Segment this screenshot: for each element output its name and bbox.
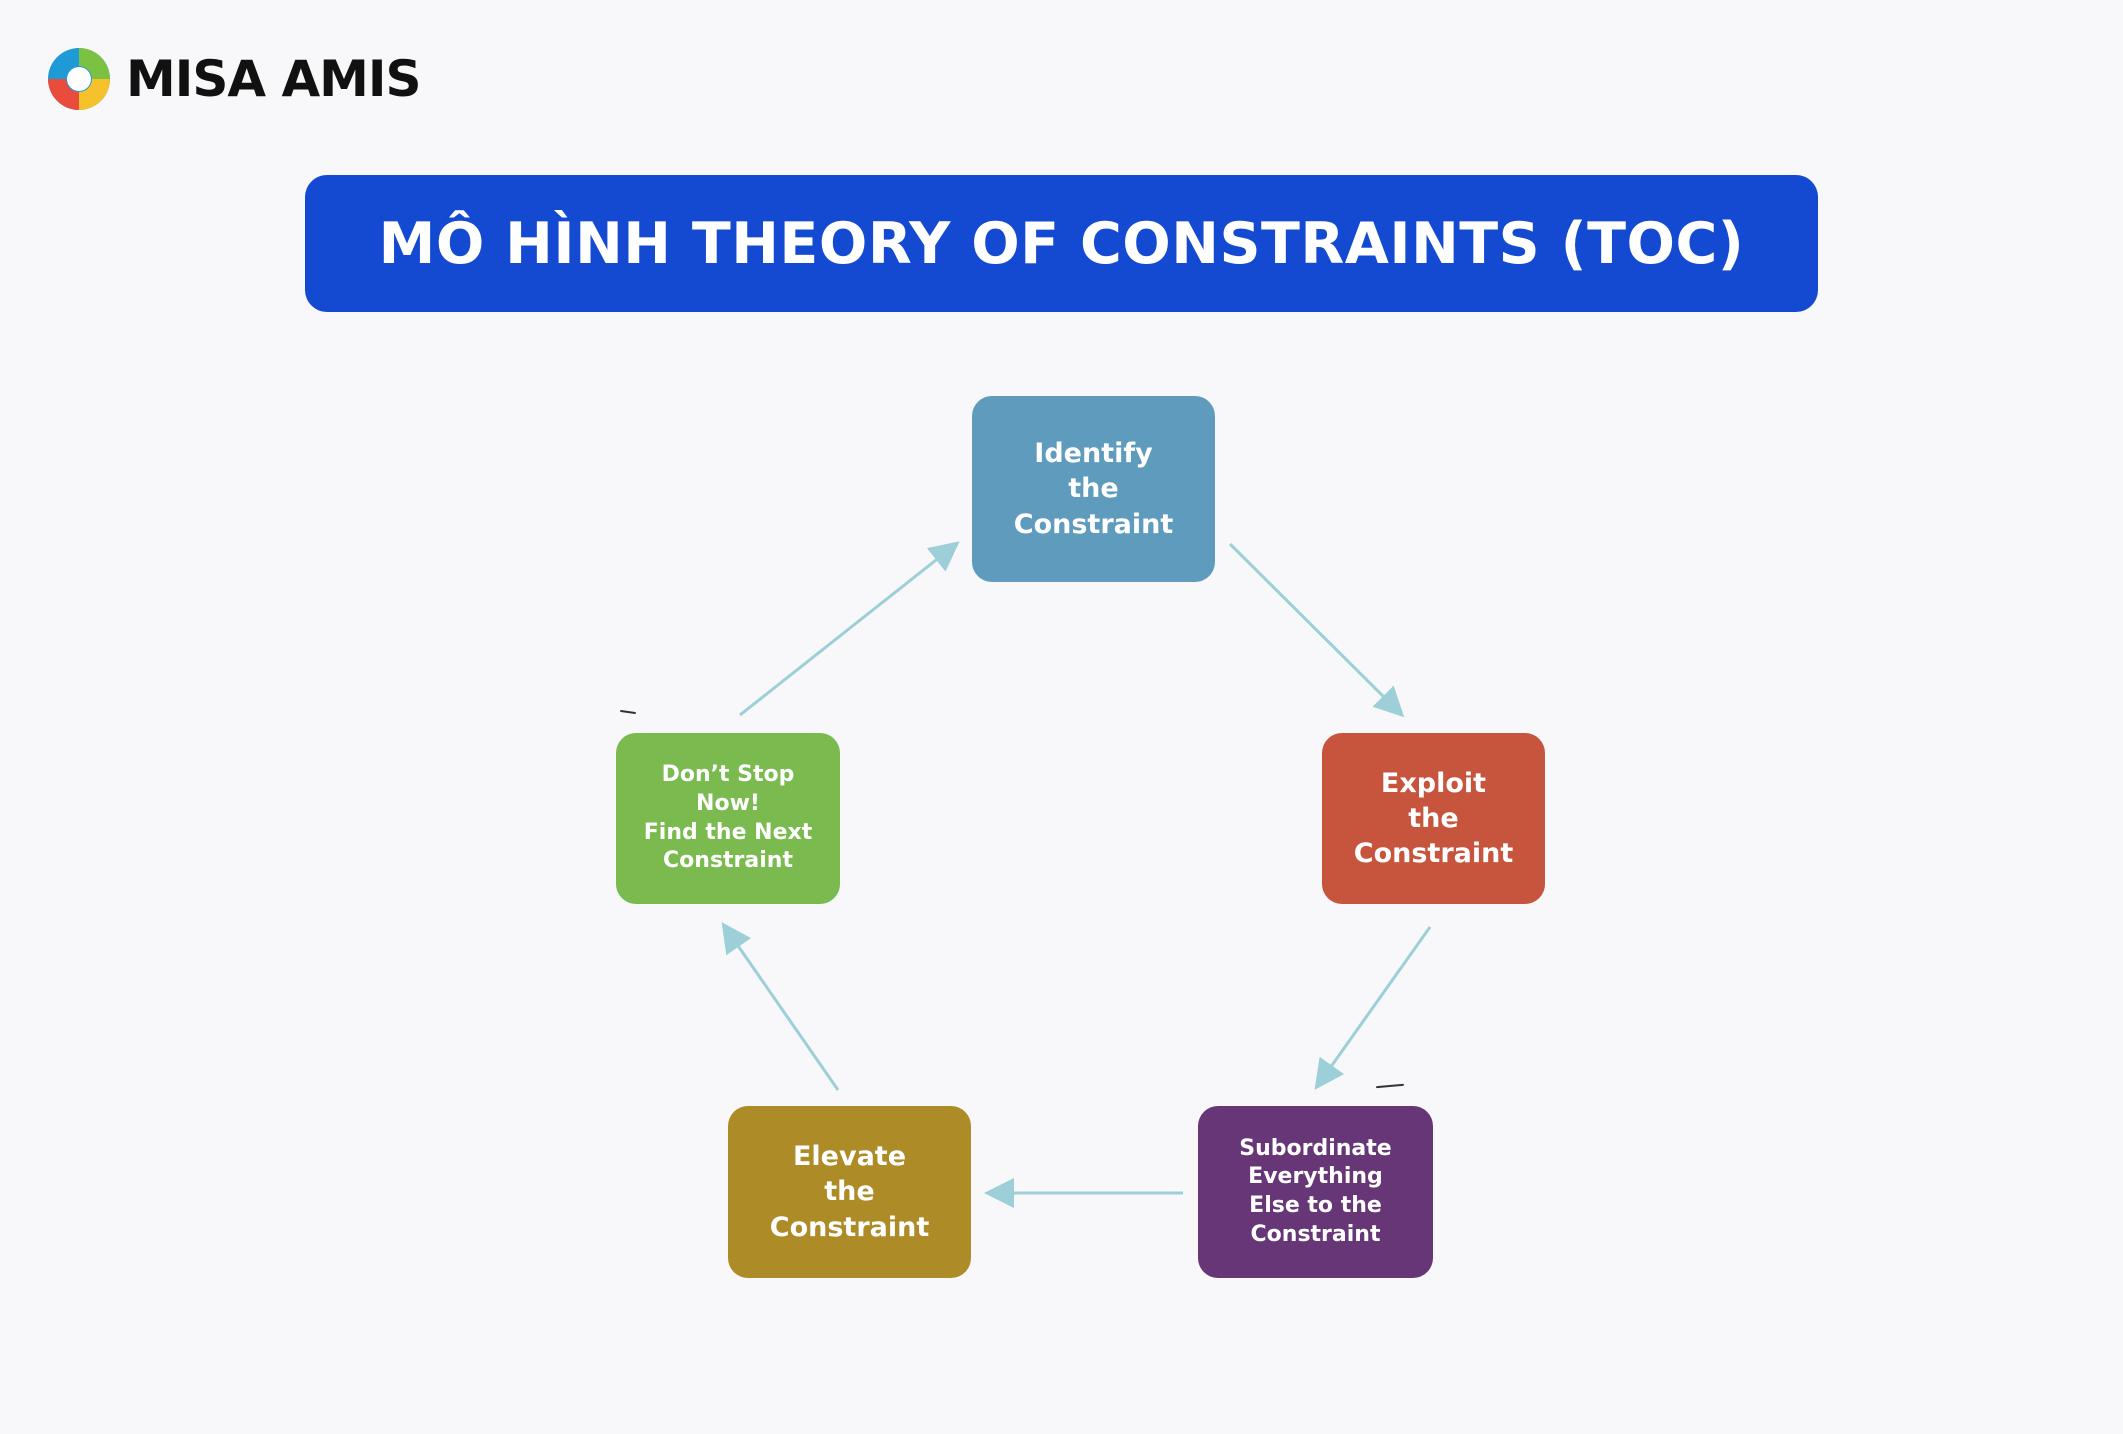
step-subordinate-constraint: Subordinate Everything Else to the Const… bbox=[1198, 1106, 1433, 1278]
arrow-elevate-to-dontstop bbox=[721, 922, 840, 1091]
brand-logo: MISA AMIS bbox=[46, 44, 422, 114]
step-label: Exploit the Constraint bbox=[1353, 767, 1514, 870]
brand-name: MISA AMIS bbox=[126, 50, 422, 108]
step-label: Subordinate Everything Else to the Const… bbox=[1239, 1135, 1392, 1247]
arrow-dontstop-to-identify bbox=[739, 541, 960, 717]
misa-amis-swirl-icon bbox=[48, 48, 110, 110]
step-label: Elevate the Constraint bbox=[769, 1141, 930, 1243]
step-find-next-constraint: Don’t Stop Now! Find the Next Constraint bbox=[616, 733, 840, 904]
title-banner: MÔ HÌNH THEORY OF CONSTRAINTS (TOC) bbox=[305, 175, 1818, 312]
step-label: Don’t Stop Now! Find the Next Constraint bbox=[643, 762, 813, 874]
step-exploit-constraint: Exploit the Constraint bbox=[1322, 733, 1545, 904]
step-label: Identify the Constraint bbox=[1013, 438, 1174, 540]
arrow-identify-to-exploit bbox=[1228, 542, 1405, 718]
step-elevate-constraint: Elevate the Constraint bbox=[728, 1106, 971, 1278]
arrow-exploit-to-subordinate bbox=[1314, 926, 1432, 1090]
page-title: MÔ HÌNH THEORY OF CONSTRAINTS (TOC) bbox=[378, 210, 1745, 277]
step-identify-constraint: Identify the Constraint bbox=[972, 396, 1215, 582]
